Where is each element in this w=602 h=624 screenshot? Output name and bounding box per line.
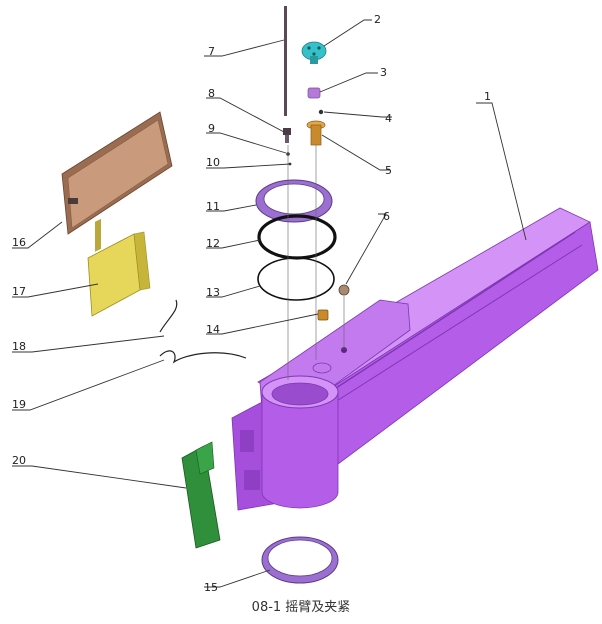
label-16: 16 xyxy=(12,236,26,249)
leader-19 xyxy=(12,359,165,411)
label-19: 19 xyxy=(12,398,26,411)
leader-13 xyxy=(206,285,261,298)
long-rod xyxy=(284,6,287,116)
spring-18 xyxy=(159,299,178,333)
part-numbers: 1 2 3 4 5 6 7 8 9 10 11 12 13 14 15 16 1… xyxy=(12,13,491,594)
leader-18 xyxy=(12,335,165,353)
bracket-slot xyxy=(95,218,101,252)
knob-dot-1 xyxy=(307,46,311,50)
arm-cylinder-body xyxy=(261,391,339,509)
leader-6 xyxy=(345,213,387,285)
label-20: 20 xyxy=(12,454,26,467)
knob-dot-2 xyxy=(317,46,321,50)
leader-2 xyxy=(323,19,372,47)
leader-10 xyxy=(206,163,291,169)
seal-ring-13 xyxy=(257,257,335,301)
label-14: 14 xyxy=(206,323,220,336)
arm-cylinder-bore xyxy=(271,382,329,406)
label-8: 8 xyxy=(208,87,215,100)
screw xyxy=(283,128,291,143)
nut xyxy=(307,87,321,99)
label-13: 13 xyxy=(206,286,220,299)
leader-8 xyxy=(206,97,285,133)
leader-7 xyxy=(204,39,285,57)
door-latch xyxy=(68,198,78,204)
label-17: 17 xyxy=(12,285,26,298)
leader-4 xyxy=(323,111,392,118)
arm-groove xyxy=(329,231,576,393)
leader-16 xyxy=(12,221,63,249)
label-9: 9 xyxy=(208,122,215,135)
arm-groove-2 xyxy=(331,244,583,405)
leader-9 xyxy=(206,132,287,154)
label-12: 12 xyxy=(206,237,220,250)
knob-dot-3 xyxy=(312,52,316,56)
leader-15 xyxy=(204,569,271,588)
label-10: 10 xyxy=(206,156,220,169)
label-18: 18 xyxy=(12,340,26,353)
screw-head xyxy=(283,128,291,135)
door-face xyxy=(67,119,169,229)
leader-12 xyxy=(206,239,261,249)
circuit-board xyxy=(181,441,221,549)
leader-11 xyxy=(206,204,257,212)
leader-20 xyxy=(12,465,187,489)
arm-boss xyxy=(312,362,332,374)
figure-caption: 08-1 摇臂及夹紧 xyxy=(251,600,351,615)
clamp-slot-1 xyxy=(240,430,254,452)
leader-1 xyxy=(476,102,527,241)
screw-shank xyxy=(285,135,289,143)
bottom-ring xyxy=(261,536,339,584)
bearing-ring xyxy=(255,179,333,223)
small-nut xyxy=(317,309,329,321)
label-2: 2 xyxy=(374,13,381,26)
knob xyxy=(301,41,327,64)
clamp-slot-2 xyxy=(244,470,260,490)
door-panel xyxy=(61,111,173,235)
small-ball xyxy=(318,109,324,115)
label-3: 3 xyxy=(380,66,387,79)
label-15: 15 xyxy=(204,581,218,594)
label-11: 11 xyxy=(206,200,220,213)
bracket xyxy=(87,218,151,317)
label-1: 1 xyxy=(484,90,491,103)
bushing xyxy=(306,120,326,146)
leader-lines xyxy=(12,19,527,588)
swing-arm xyxy=(231,207,599,511)
hex-nut-6 xyxy=(338,284,350,296)
wire-19 xyxy=(159,350,247,364)
bearing-ring-inner xyxy=(263,183,325,215)
label-7: 7 xyxy=(208,45,215,58)
label-5: 5 xyxy=(385,164,392,177)
leader-5 xyxy=(321,134,390,171)
board-tab xyxy=(195,441,215,475)
leader-17 xyxy=(12,283,99,298)
nut-body xyxy=(307,87,321,99)
label-6: 6 xyxy=(383,210,390,223)
leader-3 xyxy=(319,72,378,93)
bracket-side xyxy=(133,231,151,291)
label-4: 4 xyxy=(385,112,392,125)
knob-stem xyxy=(310,56,318,64)
bottom-ring-inner xyxy=(267,539,333,577)
leader-14 xyxy=(206,313,319,335)
bushing-body xyxy=(310,124,322,146)
